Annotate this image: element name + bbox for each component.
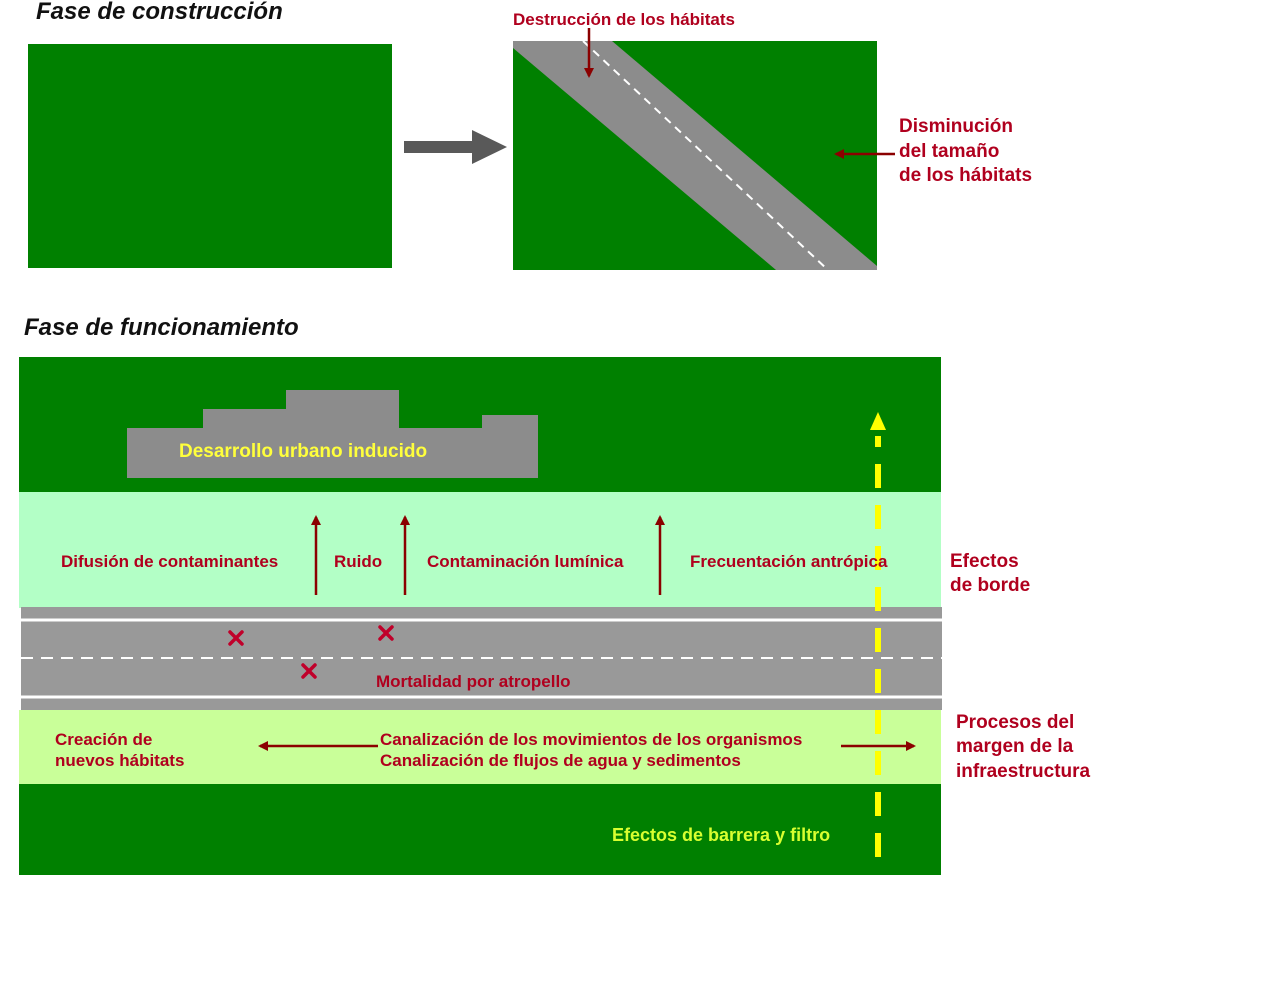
new-habitats-label-2: nuevos hábitats xyxy=(55,751,184,770)
roadkill-mark-icon-2 xyxy=(378,625,394,641)
human-frequentation-label: Frecuentación antrópica xyxy=(690,552,888,571)
operation-phase-title: Fase de funcionamiento xyxy=(24,314,299,341)
roadkill-mortality-label: Mortalidad por atropello xyxy=(376,672,571,691)
margin-processes-label-2: margen de la xyxy=(956,736,1074,757)
lower-habitat-zone xyxy=(19,784,941,875)
habitat-destruction-label: Destrucción de los hábitats xyxy=(513,10,735,29)
size-reduction-label-2: del tamaño xyxy=(899,141,999,162)
size-reduction-label-1: Disminución xyxy=(899,116,1013,137)
barrier-filter-label: Efectos de barrera y filtro xyxy=(612,825,830,845)
urban-development-label: Desarrollo urbano inducido xyxy=(179,441,427,462)
edge-effects-zone xyxy=(19,492,941,608)
light-pollution-label: Contaminación lumínica xyxy=(427,552,624,571)
urban-development-shape xyxy=(127,390,538,478)
transition-arrow-icon xyxy=(404,130,507,164)
noise-label: Ruido xyxy=(334,552,382,571)
edge-effects-label-1: Efectos xyxy=(950,551,1019,572)
size-reduction-label-3: de los hábitats xyxy=(899,165,1032,186)
barrier-crossing-arrow-icon xyxy=(870,412,886,857)
new-habitats-label-1: Creación de xyxy=(55,730,152,749)
edge-effects-label-2: de borde xyxy=(950,575,1030,596)
fragmented-habitat-block xyxy=(513,40,877,271)
roadkill-mark-icon-3 xyxy=(301,663,317,679)
pollutant-diffusion-label: Difusión de contaminantes xyxy=(61,552,278,571)
margin-processes-label-1: Procesos del xyxy=(956,712,1074,733)
roadkill-mark-icon-1 xyxy=(228,630,244,646)
infrastructure-margin-zone xyxy=(19,710,941,784)
channeling-label-1: Canalización de los movimientos de los o… xyxy=(380,730,802,749)
intact-habitat-block xyxy=(28,44,392,268)
margin-processes-label-3: infraestructura xyxy=(956,761,1091,782)
channeling-label-2: Canalización de flujos de agua y sedimen… xyxy=(380,751,741,770)
construction-phase-title: Fase de construcción xyxy=(36,0,283,25)
